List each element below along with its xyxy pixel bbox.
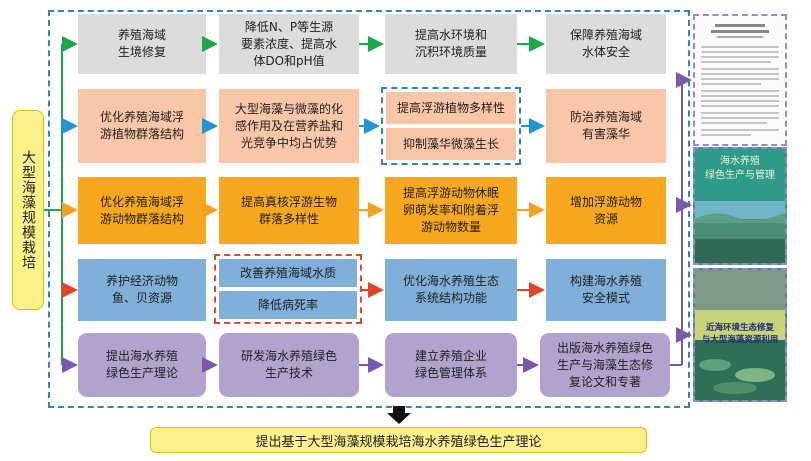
row1-box4: 保障养殖海域 水体安全 (546, 14, 666, 74)
book2-title: 海水养殖 绿色生产与管理 (705, 156, 775, 181)
row1-box1: 养殖海域 生境修复 (78, 14, 206, 74)
row3-box1: 优化养殖海域浮 游动物群落结构 (78, 177, 206, 244)
row1-box2: 降低N、P等生源 要素浓度、提高水 体DO和pH值 (219, 14, 359, 74)
left-source-label: 大型海藻规模栽培 (20, 150, 36, 270)
book3-seaweed-illustration (695, 270, 785, 400)
row1-box3: 提高水环境和 沉积环境质量 (385, 14, 517, 74)
row4-box4: 构建海水养殖 安全模式 (546, 259, 666, 321)
book2-landscape-illustration (695, 201, 785, 263)
row2-box2: 大型海藻与微藻的化 感作用及在营养盐和 光竞争中均占优势 (219, 89, 359, 163)
row4-box3: 优化海水养殖生态 系统结构功能 (385, 259, 517, 321)
paper-text-illustration (701, 24, 779, 136)
row3-box4: 增加浮游动物 资源 (546, 177, 666, 244)
row5-box4: 出版海水养殖绿色 生产与海藻生态修 复论文和专著 (540, 333, 670, 397)
row2-box4: 防治养殖海域 有害藻华 (546, 89, 666, 163)
left-source-box: 大型海藻规模栽培 (12, 110, 44, 310)
row3-box3: 提高浮游动物休眠 卵萌发率和附着浮 游动物数量 (385, 177, 517, 244)
row4-box2a: 改善养殖海域水质 (219, 259, 357, 287)
row2-box3b: 抑制藻华微藻生长 (386, 128, 516, 160)
row4-box2b: 降低病死率 (219, 291, 357, 319)
row3-box2: 提高真核浮游生物 群落多样性 (219, 177, 359, 244)
book-cover-2: 海水养殖 绿色生产与管理 (693, 147, 787, 265)
row2-box1: 优化养殖海域浮 游植物群落结构 (78, 89, 206, 163)
row5-box2: 研发海水养殖绿色 生产技术 (219, 333, 359, 397)
row5-box1: 提出海水养殖 绿色生产理论 (78, 333, 206, 397)
row4-box1: 养护经济动物 鱼、贝资源 (78, 259, 206, 321)
row2-box3a: 提高浮游植物多样性 (386, 92, 516, 124)
conclusion-box: 提出基于大型海藻规模栽培海水养殖绿色生产理论 (150, 427, 647, 453)
book-cover-3: 近海环境生态修复 与大型海藻资源利用 (693, 268, 787, 402)
row4-dashed-group (214, 254, 362, 324)
book3-title: 近海环境生态修复 与大型海藻资源利用 (701, 323, 779, 345)
conclusion-label: 提出基于大型海藻规模栽培海水养殖绿色生产理论 (255, 434, 542, 450)
book-paper-cover (693, 14, 787, 146)
row2-dashed-group (381, 87, 521, 165)
row5-box3: 建立养殖企业 绿色管理体系 (385, 333, 517, 397)
